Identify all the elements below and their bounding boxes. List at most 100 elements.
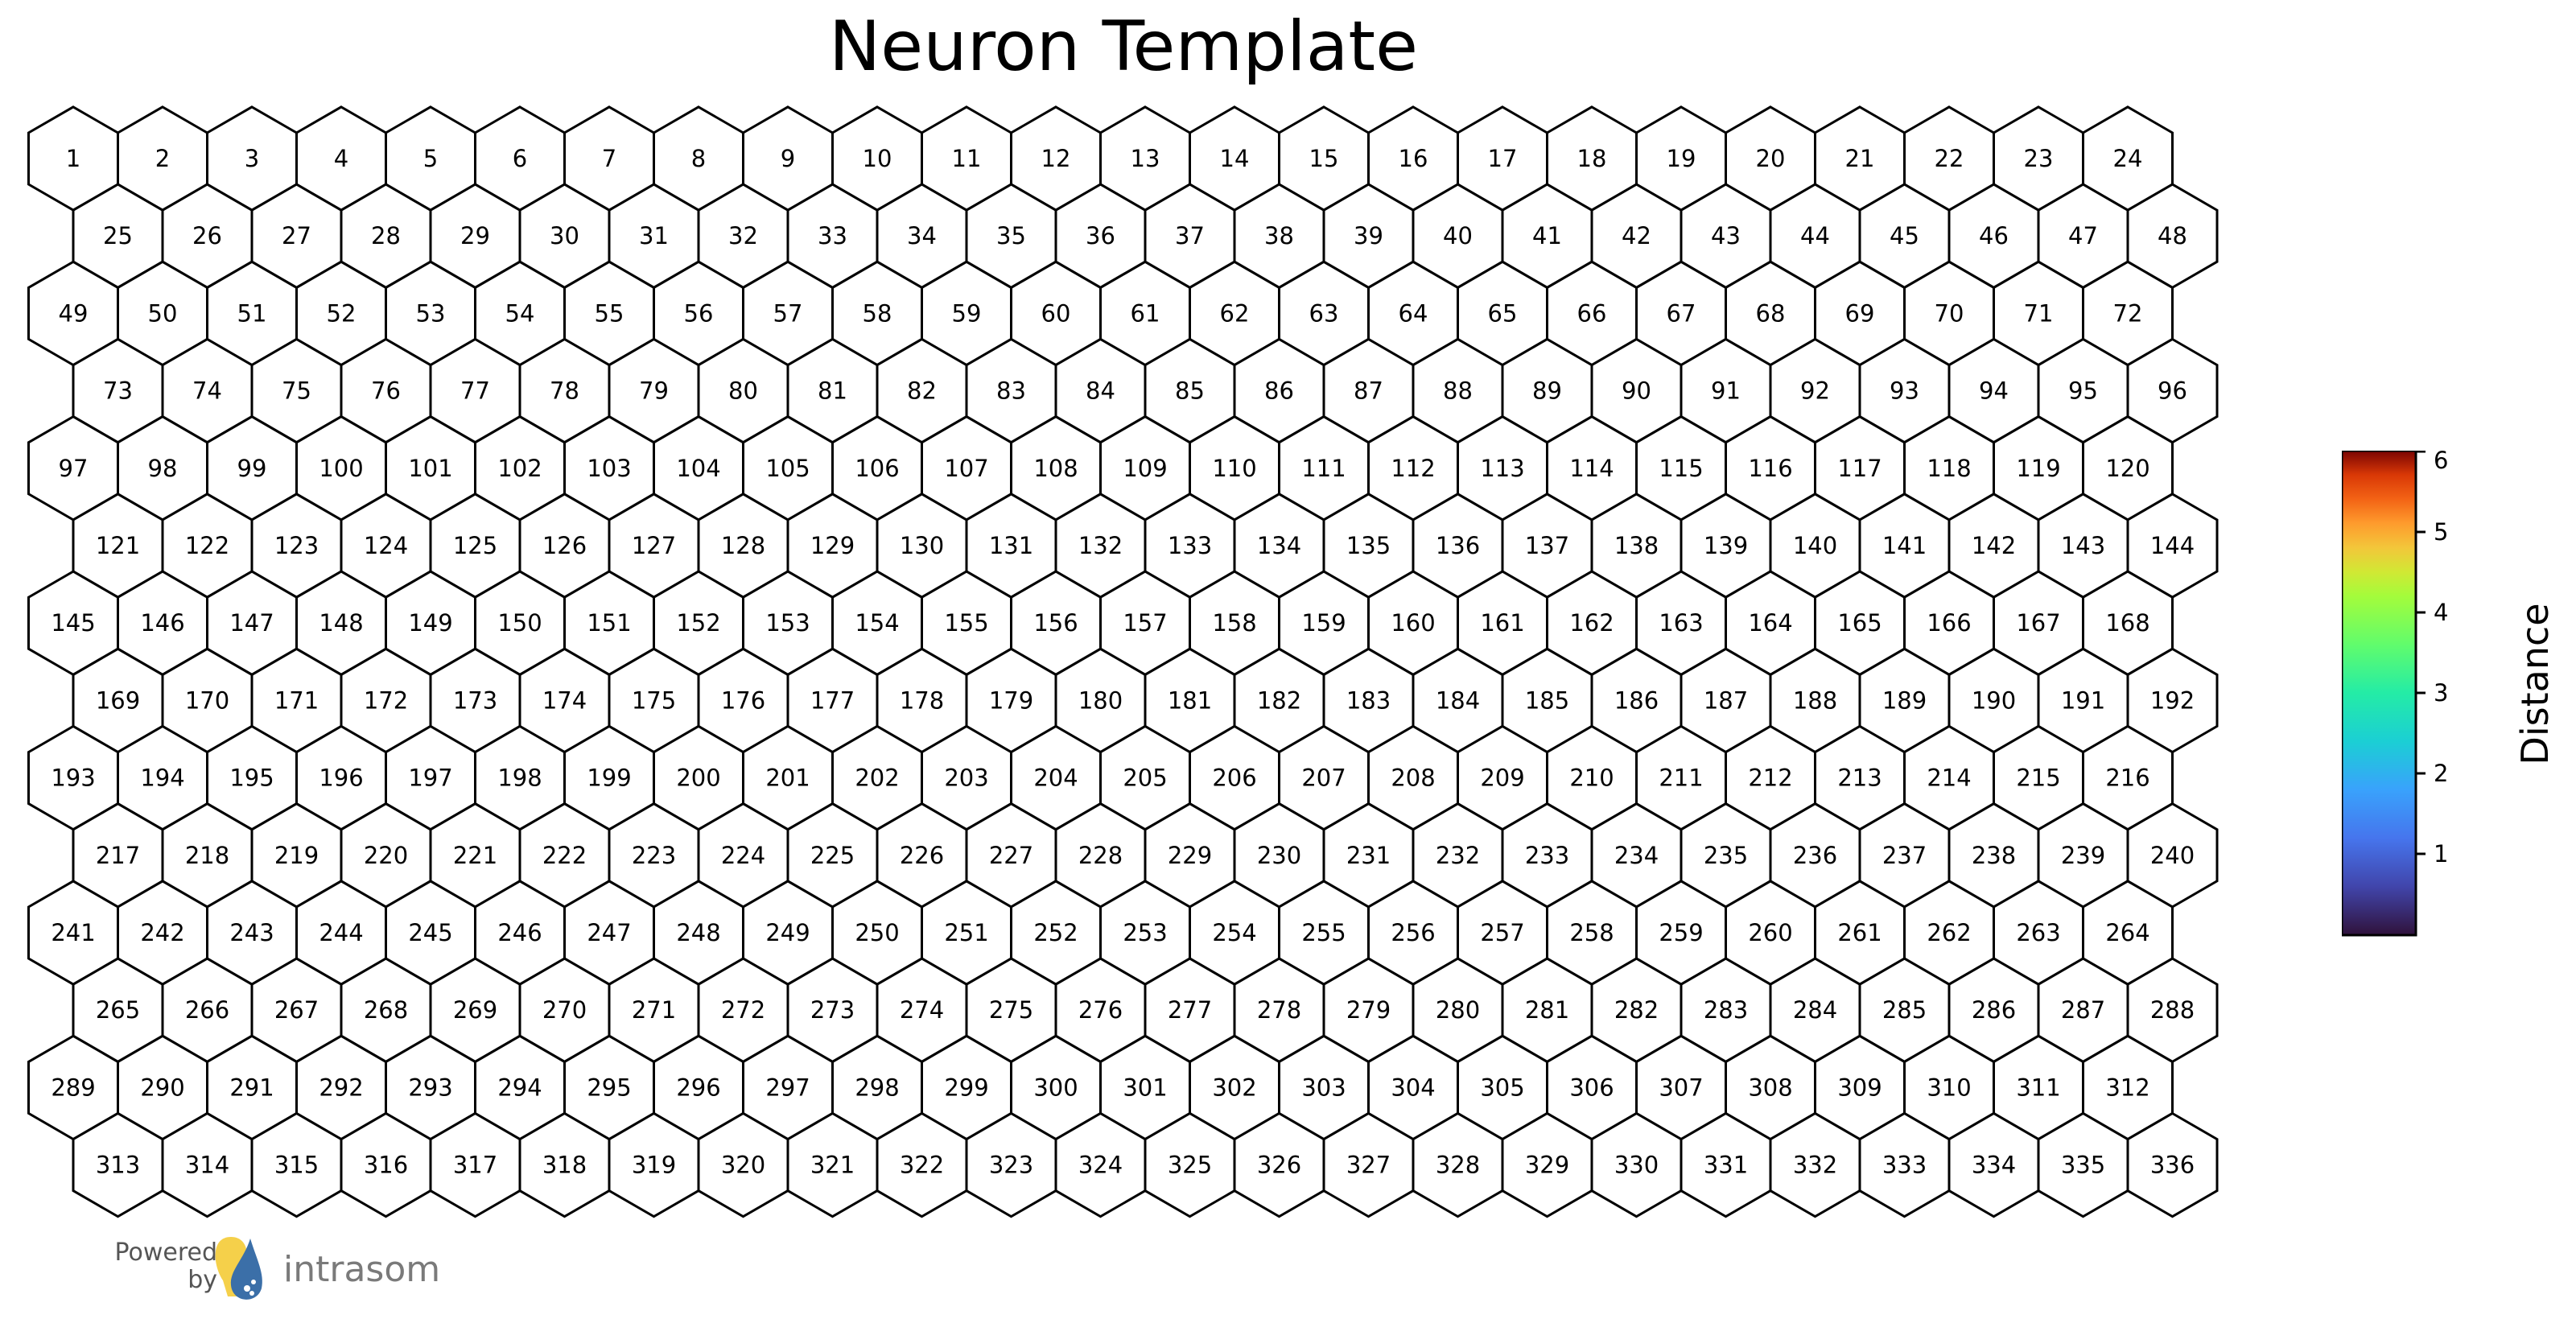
neuron-label-62: 62 — [1220, 299, 1250, 327]
neuron-label-323: 323 — [989, 1152, 1033, 1179]
neuron-label-268: 268 — [364, 996, 408, 1024]
neuron-label-212: 212 — [1748, 765, 1792, 792]
neuron-label-37: 37 — [1175, 222, 1205, 249]
neuron-label-309: 309 — [1837, 1074, 1882, 1101]
neuron-label-113: 113 — [1480, 455, 1524, 482]
neuron-label-163: 163 — [1659, 609, 1703, 637]
neuron-label-157: 157 — [1123, 609, 1167, 637]
neuron-label-47: 47 — [2068, 222, 2098, 249]
neuron-label-234: 234 — [1614, 842, 1659, 869]
neuron-label-86: 86 — [1264, 377, 1294, 405]
neuron-label-261: 261 — [1837, 919, 1882, 946]
neuron-label-33: 33 — [818, 222, 847, 249]
neuron-label-167: 167 — [2016, 609, 2060, 637]
neuron-label-131: 131 — [989, 532, 1033, 559]
powered-line2: by — [188, 1266, 217, 1294]
neuron-label-200: 200 — [676, 765, 720, 792]
neuron-label-103: 103 — [587, 455, 631, 482]
neuron-label-135: 135 — [1346, 532, 1391, 559]
neuron-label-12: 12 — [1041, 145, 1071, 172]
neuron-label-214: 214 — [1927, 765, 1971, 792]
neuron-label-68: 68 — [1756, 299, 1786, 327]
neuron-label-107: 107 — [944, 455, 988, 482]
neuron-label-117: 117 — [1837, 455, 1882, 482]
neuron-label-306: 306 — [1569, 1074, 1614, 1101]
neuron-label-67: 67 — [1667, 299, 1696, 327]
colorbar-tick-label: 6 — [2434, 451, 2448, 474]
neuron-label-182: 182 — [1257, 686, 1301, 714]
neuron-label-322: 322 — [900, 1152, 944, 1179]
neuron-label-38: 38 — [1264, 222, 1294, 249]
neuron-label-291: 291 — [229, 1074, 274, 1101]
neuron-label-42: 42 — [1622, 222, 1651, 249]
neuron-label-230: 230 — [1257, 842, 1301, 869]
neuron-label-319: 319 — [632, 1152, 676, 1179]
neuron-label-21: 21 — [1845, 145, 1875, 172]
neuron-label-297: 297 — [765, 1074, 810, 1101]
neuron-label-81: 81 — [818, 377, 847, 405]
neuron-label-308: 308 — [1748, 1074, 1792, 1101]
neuron-label-175: 175 — [632, 686, 676, 714]
neuron-label-130: 130 — [900, 532, 944, 559]
neuron-label-82: 82 — [907, 377, 937, 405]
neuron-label-326: 326 — [1257, 1152, 1301, 1179]
neuron-label-140: 140 — [1793, 532, 1837, 559]
neuron-label-183: 183 — [1346, 686, 1391, 714]
neuron-label-134: 134 — [1257, 532, 1301, 559]
neuron-label-59: 59 — [952, 299, 982, 327]
neuron-label-178: 178 — [900, 686, 944, 714]
colorbar-gradient — [2342, 451, 2417, 937]
bulb-icon — [215, 1237, 248, 1296]
neuron-label-232: 232 — [1436, 842, 1480, 869]
neuron-label-179: 179 — [989, 686, 1033, 714]
neuron-label-54: 54 — [505, 299, 535, 327]
neuron-label-6: 6 — [513, 145, 527, 172]
neuron-label-69: 69 — [1845, 299, 1875, 327]
neuron-label-80: 80 — [728, 377, 758, 405]
neuron-label-174: 174 — [542, 686, 587, 714]
neuron-label-228: 228 — [1078, 842, 1123, 869]
neuron-label-320: 320 — [721, 1152, 765, 1179]
neuron-label-79: 79 — [639, 377, 669, 405]
neuron-label-48: 48 — [2158, 222, 2187, 249]
colorbar-tick-label: 2 — [2434, 760, 2448, 787]
neuron-label-102: 102 — [497, 455, 542, 482]
neuron-label-136: 136 — [1436, 532, 1480, 559]
neuron-label-112: 112 — [1391, 455, 1435, 482]
neuron-label-197: 197 — [408, 765, 452, 792]
neuron-label-226: 226 — [900, 842, 944, 869]
neuron-label-223: 223 — [632, 842, 676, 869]
neuron-label-288: 288 — [2150, 996, 2195, 1024]
neuron-label-235: 235 — [1704, 842, 1748, 869]
colorbar-tick-label: 4 — [2434, 599, 2448, 626]
colorbar-tick-label: 1 — [2434, 840, 2448, 868]
neuron-label-97: 97 — [59, 455, 89, 482]
neuron-label-146: 146 — [140, 609, 184, 637]
neuron-label-4: 4 — [334, 145, 348, 172]
neuron-label-51: 51 — [237, 299, 267, 327]
neuron-label-95: 95 — [2068, 377, 2098, 405]
neuron-label-313: 313 — [96, 1152, 140, 1179]
neuron-label-206: 206 — [1212, 765, 1256, 792]
neuron-label-263: 263 — [2016, 919, 2060, 946]
neuron-label-267: 267 — [274, 996, 319, 1024]
neuron-label-328: 328 — [1436, 1152, 1480, 1179]
neuron-label-32: 32 — [728, 222, 758, 249]
neuron-label-72: 72 — [2113, 299, 2143, 327]
neuron-label-192: 192 — [2150, 686, 2195, 714]
drop-icon — [230, 1239, 262, 1300]
neuron-label-166: 166 — [1927, 609, 1971, 637]
neuron-label-73: 73 — [103, 377, 133, 405]
neuron-label-70: 70 — [1935, 299, 1964, 327]
neuron-label-187: 187 — [1704, 686, 1748, 714]
neuron-label-204: 204 — [1033, 765, 1078, 792]
neuron-label-237: 237 — [1882, 842, 1927, 869]
neuron-label-248: 248 — [676, 919, 720, 946]
neuron-label-331: 331 — [1704, 1152, 1748, 1179]
neuron-label-284: 284 — [1793, 996, 1837, 1024]
neuron-label-52: 52 — [327, 299, 357, 327]
neuron-label-276: 276 — [1078, 996, 1123, 1024]
neuron-label-279: 279 — [1346, 996, 1391, 1024]
neuron-label-264: 264 — [2105, 919, 2149, 946]
neuron-label-315: 315 — [274, 1152, 319, 1179]
